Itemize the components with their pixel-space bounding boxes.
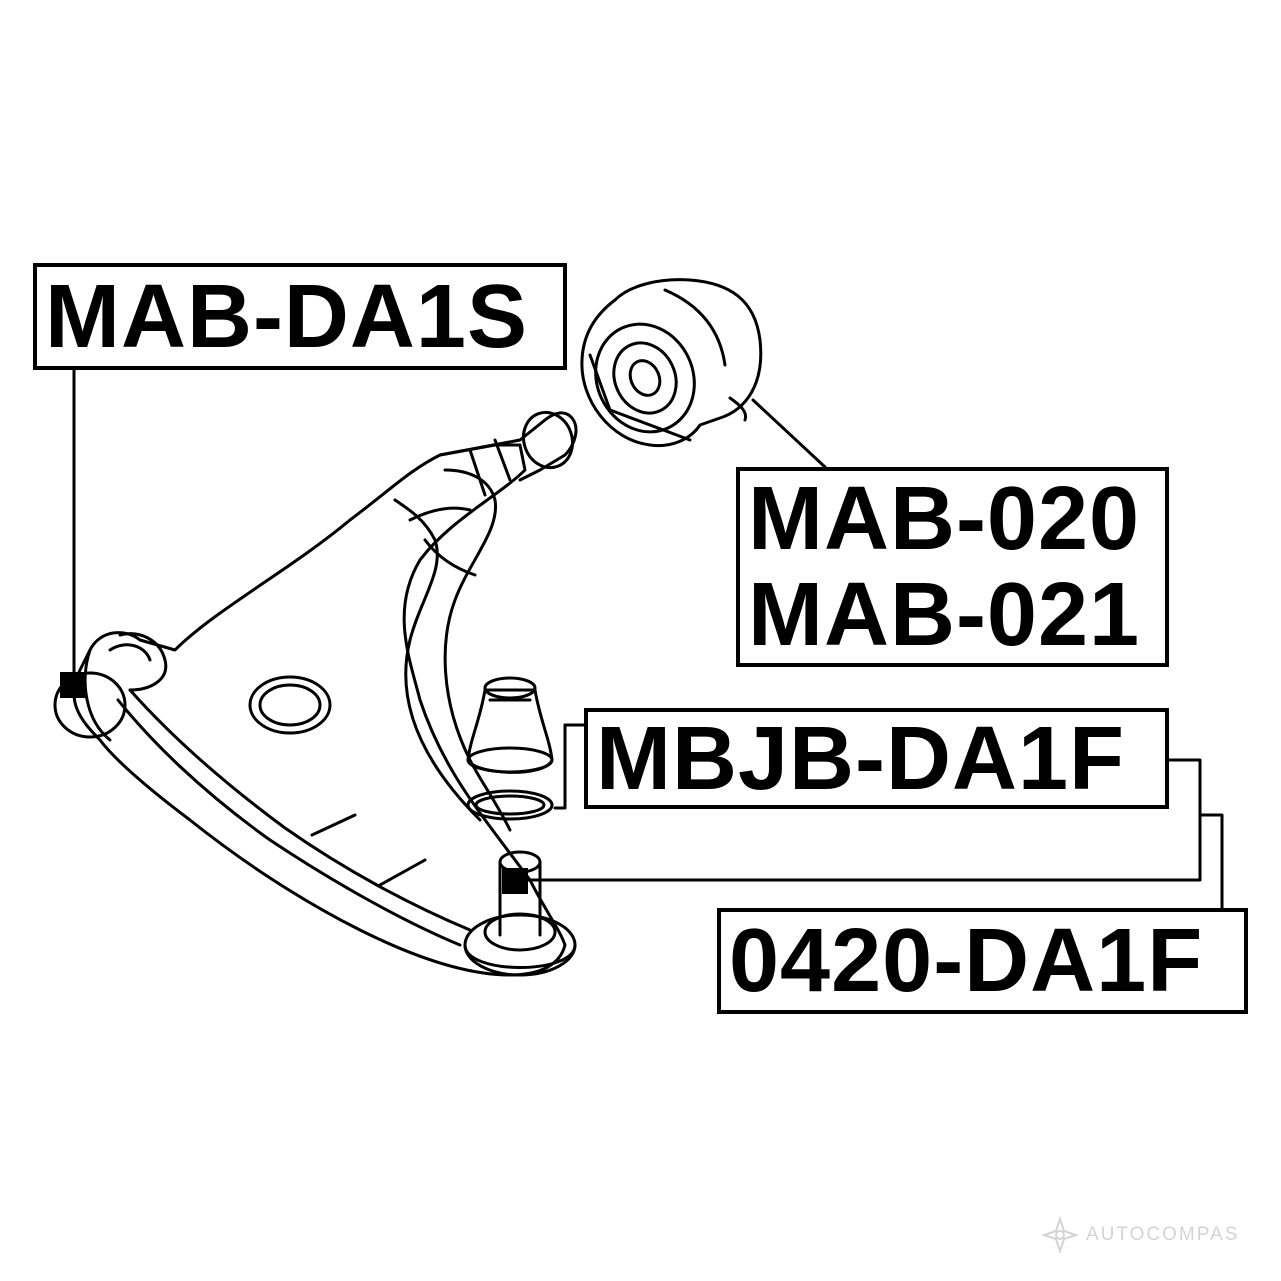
ball-joint-drawing (463, 850, 577, 977)
leader-lines (72, 368, 1224, 910)
control-arm (53, 443, 567, 977)
leader-mbjb-da1f (523, 758, 1202, 882)
rear-bushing-drawing (580, 278, 763, 448)
part-code-0420-da1f: 0420-DA1F (729, 911, 1204, 1011)
arm-stud (438, 410, 578, 497)
leader-mab-020 (751, 398, 827, 469)
part-code-mab-020: MAB-020 (748, 469, 1141, 569)
watermark: AUTOCOMPAS (1040, 1205, 1270, 1265)
label-mab-020-021: MAB-020 MAB-021 (736, 467, 1169, 667)
label-0420-da1f: 0420-DA1F (717, 908, 1248, 1014)
label-mab-da1s: MAB-DA1S (33, 263, 567, 370)
autocompas-logo-icon (1040, 1215, 1080, 1255)
part-code-mab-da1s: MAB-DA1S (45, 266, 529, 367)
part-code-mbjb-da1f: MBJB-DA1F (596, 708, 1126, 809)
leader-0420-da1f (1198, 813, 1224, 910)
ball-joint-boot-drawing (466, 676, 554, 821)
marker-square-ball-joint (502, 868, 528, 894)
marker-square-bushing (60, 672, 86, 698)
watermark-text: AUTOCOMPAS (1086, 1224, 1240, 1245)
part-code-mab-021: MAB-021 (748, 565, 1141, 665)
leader-mbjb-da1f-boot-lower (553, 723, 567, 810)
label-mbjb-da1f: MBJB-DA1F (584, 708, 1169, 809)
